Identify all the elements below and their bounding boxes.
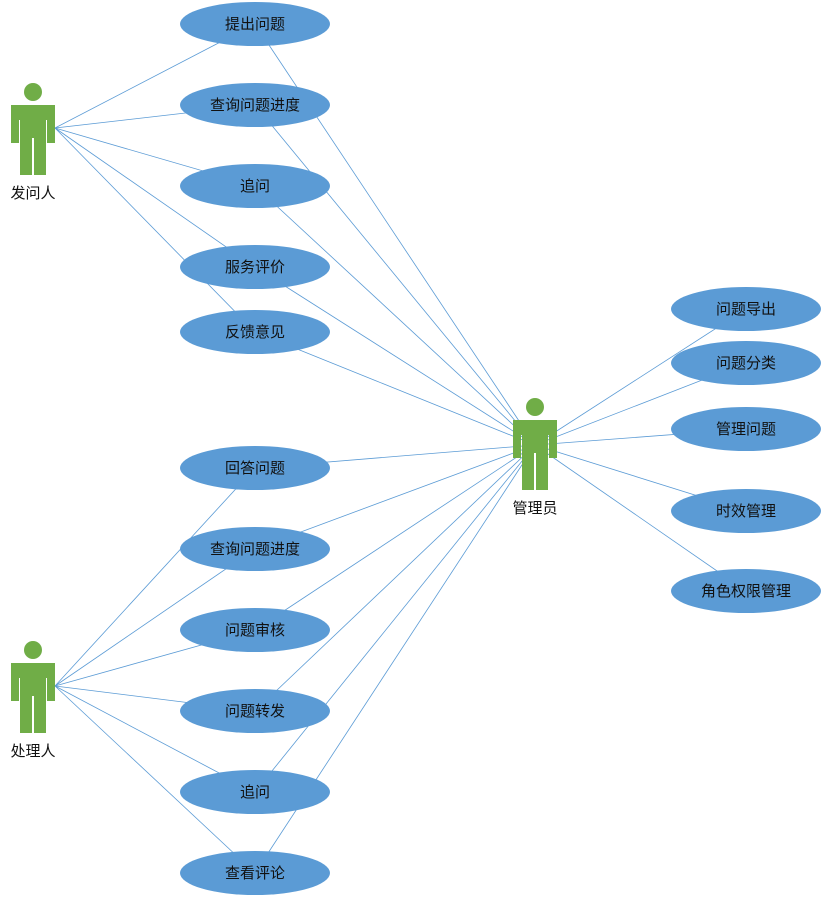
usecase-submit-question: 提出问题 <box>180 2 330 46</box>
usecase-answer-question: 回答问题 <box>180 446 330 490</box>
usecase-ellipse <box>180 245 330 289</box>
actor-label: 发问人 <box>10 184 55 202</box>
usecase-export-questions: 问题导出 <box>671 287 821 331</box>
association-line-admin-follow-up-asker <box>254 185 536 446</box>
association-line-admin-follow-up-handler <box>254 444 536 793</box>
usecase-role-permission-mgmt: 角色权限管理 <box>671 569 821 613</box>
usecase-label: 查询问题进度 <box>210 96 300 114</box>
usecase-label: 问题转发 <box>225 702 285 720</box>
usecase-label: 问题分类 <box>716 354 776 372</box>
association-line-admin-query-progress-handler <box>254 444 536 550</box>
usecase-ellipse <box>671 407 821 451</box>
usecase-label: 反馈意见 <box>225 323 285 341</box>
usecase-label: 追问 <box>240 783 270 801</box>
usecase-ellipse <box>180 310 330 354</box>
usecase-query-progress-asker: 查询问题进度 <box>180 83 330 127</box>
usecase-ellipse <box>180 770 330 814</box>
association-line-admin-rate-service <box>254 266 536 446</box>
usecase-label: 时效管理 <box>716 502 776 520</box>
usecase-follow-up-handler: 追问 <box>180 770 330 814</box>
person-icon <box>11 641 55 733</box>
usecase-ellipse <box>180 83 330 127</box>
usecase-ellipse <box>180 446 330 490</box>
usecase-ellipse <box>180 2 330 46</box>
usecase-label: 查看评论 <box>225 864 285 882</box>
usecase-ellipse <box>671 569 821 613</box>
usecase-label: 追问 <box>240 177 270 195</box>
association-line-handler-view-comments <box>54 685 256 874</box>
usecase-question-review: 问题审核 <box>180 608 330 652</box>
usecase-label: 服务评价 <box>225 258 285 276</box>
usecase-label: 角色权限管理 <box>701 582 791 600</box>
actor-asker: 发问人 <box>10 83 56 202</box>
usecase-ellipse <box>180 608 330 652</box>
usecase-label: 回答问题 <box>225 459 285 477</box>
association-line-admin-question-forward <box>254 444 536 712</box>
association-line-asker-rate-service <box>54 127 256 268</box>
usecase-ellipse <box>671 341 821 385</box>
usecase-ellipse <box>180 527 330 571</box>
usecase-rate-service: 服务评价 <box>180 245 330 289</box>
usecase-ellipse <box>671 489 821 533</box>
usecase-feedback: 反馈意见 <box>180 310 330 354</box>
actor-admin: 管理员 <box>512 398 558 517</box>
usecase-classify-questions: 问题分类 <box>671 341 821 385</box>
actor-handler: 处理人 <box>10 641 56 760</box>
association-line-admin-query-progress-asker <box>254 104 536 446</box>
usecase-label: 问题导出 <box>716 300 776 318</box>
person-icon <box>513 398 557 490</box>
association-line-admin-role-permission-mgmt <box>534 444 747 592</box>
usecase-manage-questions: 管理问题 <box>671 407 821 451</box>
actor-label: 处理人 <box>10 742 55 760</box>
association-lines <box>54 23 747 874</box>
association-line-admin-export-questions <box>534 308 747 446</box>
usecase-view-comments: 查看评论 <box>180 851 330 895</box>
usecase-follow-up-asker: 追问 <box>180 164 330 208</box>
usecase-question-forward: 问题转发 <box>180 689 330 733</box>
usecase-ellipse <box>180 164 330 208</box>
usecase-timeliness-mgmt: 时效管理 <box>671 489 821 533</box>
actor-label: 管理员 <box>512 499 557 517</box>
usecase-label: 管理问题 <box>716 420 776 438</box>
association-line-asker-feedback <box>54 127 256 333</box>
usecase-ellipse <box>671 287 821 331</box>
usecase-ellipse <box>180 851 330 895</box>
person-icon <box>11 83 55 175</box>
usecase-label: 查询问题进度 <box>210 540 300 558</box>
association-line-admin-feedback <box>254 331 536 446</box>
usecase-label: 问题审核 <box>225 621 285 639</box>
usecase-ellipse <box>180 689 330 733</box>
usecase-label: 提出问题 <box>225 15 285 33</box>
association-line-handler-answer-question <box>54 467 256 687</box>
use-cases: 提出问题查询问题进度追问服务评价反馈意见回答问题查询问题进度问题审核问题转发追问… <box>180 2 821 895</box>
association-line-handler-query-progress-handler <box>54 548 256 687</box>
usecase-query-progress-handler: 查询问题进度 <box>180 527 330 571</box>
association-line-admin-question-review <box>254 444 536 631</box>
